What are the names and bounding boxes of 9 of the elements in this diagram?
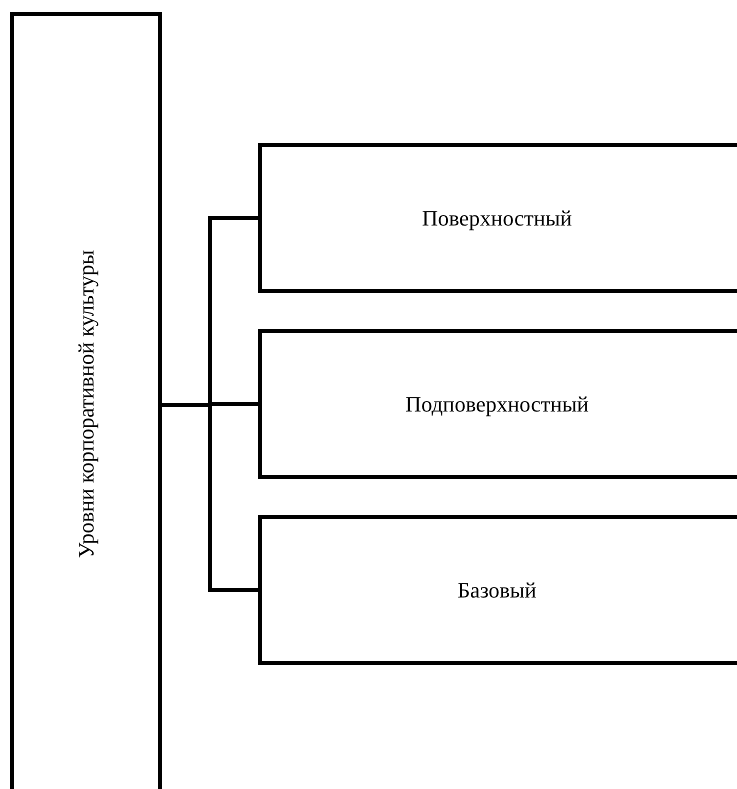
box-label: Уровни корпоративной культуры <box>72 250 100 558</box>
box-label: Базовый <box>456 576 538 604</box>
process-box <box>10 12 162 789</box>
process-box <box>258 515 737 665</box>
process-box <box>258 143 737 293</box>
process-box <box>258 329 737 479</box>
box-label: Поверхностный <box>421 204 573 232</box>
connector-line <box>162 403 258 592</box>
box-label: Подповерхностный <box>404 390 590 418</box>
